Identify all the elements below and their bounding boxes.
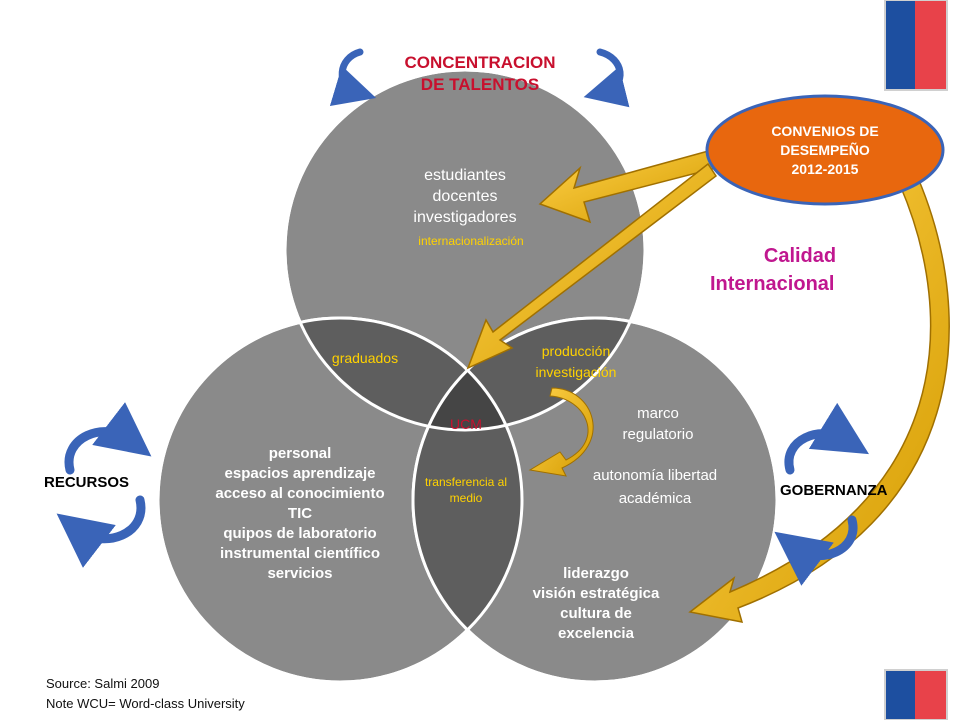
overlap-label-produccion: producción investigación — [508, 341, 644, 383]
autonomia-line-2: académica — [618, 490, 692, 507]
header-title: CONCENTRACION DE TALENTOS — [380, 52, 580, 96]
left-label-6: instrumental científico — [219, 545, 381, 562]
produccion-line-1: producción — [541, 343, 611, 359]
left-label-3: acceso al conocimiento — [215, 485, 385, 502]
liderazgo-line-3: cultura de — [560, 605, 632, 622]
right-label-autonomia: autonomía libertad académica — [570, 464, 740, 510]
convenios-oval — [705, 94, 945, 206]
gobernanza-cycle-icon — [774, 402, 870, 586]
autonomia-line-1: autonomía libertad — [592, 467, 718, 484]
calidad-line-1: Calidad — [763, 245, 837, 267]
left-circle-labels: personal espacios aprendizaje acceso al … — [180, 444, 420, 584]
recursos-cycle-icon — [56, 402, 152, 568]
arrow-internal-curve — [528, 387, 594, 477]
header-line-1: CONCENTRACION — [404, 53, 556, 72]
convenios-line-2: DESEMPEÑO — [780, 142, 870, 158]
left-label-1: personal — [268, 445, 332, 462]
produccion-line-2: investigación — [535, 364, 617, 380]
transferencia-line-2: medio — [449, 491, 483, 505]
overlap-label-transferencia: transferencia al medio — [404, 474, 528, 506]
convenios-label: CONVENIOS DE DESEMPEÑO 2012-2015 — [740, 122, 910, 179]
marco-line-1: marco — [637, 405, 679, 422]
convenios-line-3: 2012-2015 — [791, 161, 859, 177]
calidad-internacional-label: Calidad Internacional — [700, 242, 880, 298]
left-label-5: quipos de laboratorio — [223, 525, 377, 542]
top-label-internacionalizacion: internacionalización — [418, 234, 524, 248]
liderazgo-line-1: liderazgo — [563, 565, 629, 582]
flag-logo-top — [884, 0, 948, 91]
source-note: Source: Salmi 2009 — [46, 676, 160, 691]
flag-logo-bottom — [884, 669, 948, 720]
left-label-4: TIC — [287, 505, 313, 522]
liderazgo-line-2: visión estratégica — [532, 585, 660, 602]
left-label-7: servicios — [267, 565, 333, 582]
recursos-label: RECURSOS — [44, 474, 130, 491]
right-label-marco: marco regulatorio — [598, 403, 718, 445]
wcu-note: Note WCU= Word-class University — [46, 696, 245, 711]
overlap-label-graduados: graduados — [331, 350, 399, 366]
center-label-ucm: UCM — [450, 416, 482, 432]
cycle-arrow-right-icon — [583, 48, 630, 108]
convenios-line-1: CONVENIOS DE — [771, 123, 879, 139]
liderazgo-line-4: excelencia — [558, 625, 634, 642]
left-label-2: espacios aprendizaje — [224, 465, 376, 482]
top-label-investigadores: investigadores — [413, 209, 517, 226]
calidad-line-2: Internacional — [710, 273, 835, 295]
arrow-to-center — [466, 162, 718, 370]
transferencia-line-1: transferencia al — [424, 475, 508, 489]
marco-line-2: regulatorio — [622, 426, 694, 443]
top-circle-labels: estudiantes docentes investigadores — [380, 165, 550, 228]
overlap-top-right — [413, 318, 645, 430]
top-label-estudiantes: estudiantes — [424, 167, 506, 184]
top-label-docentes: docentes — [432, 188, 498, 205]
header-line-2: DE TALENTOS — [420, 75, 540, 94]
arrow-to-top-circle — [538, 149, 717, 224]
gobernanza-label: GOBERNANZA — [780, 482, 888, 499]
overlap-top-left — [285, 318, 522, 430]
right-label-liderazgo: liderazgo visión estratégica cultura de … — [506, 564, 686, 644]
arrow-to-governance — [688, 177, 950, 623]
cycle-arrow-left-icon — [329, 48, 377, 107]
